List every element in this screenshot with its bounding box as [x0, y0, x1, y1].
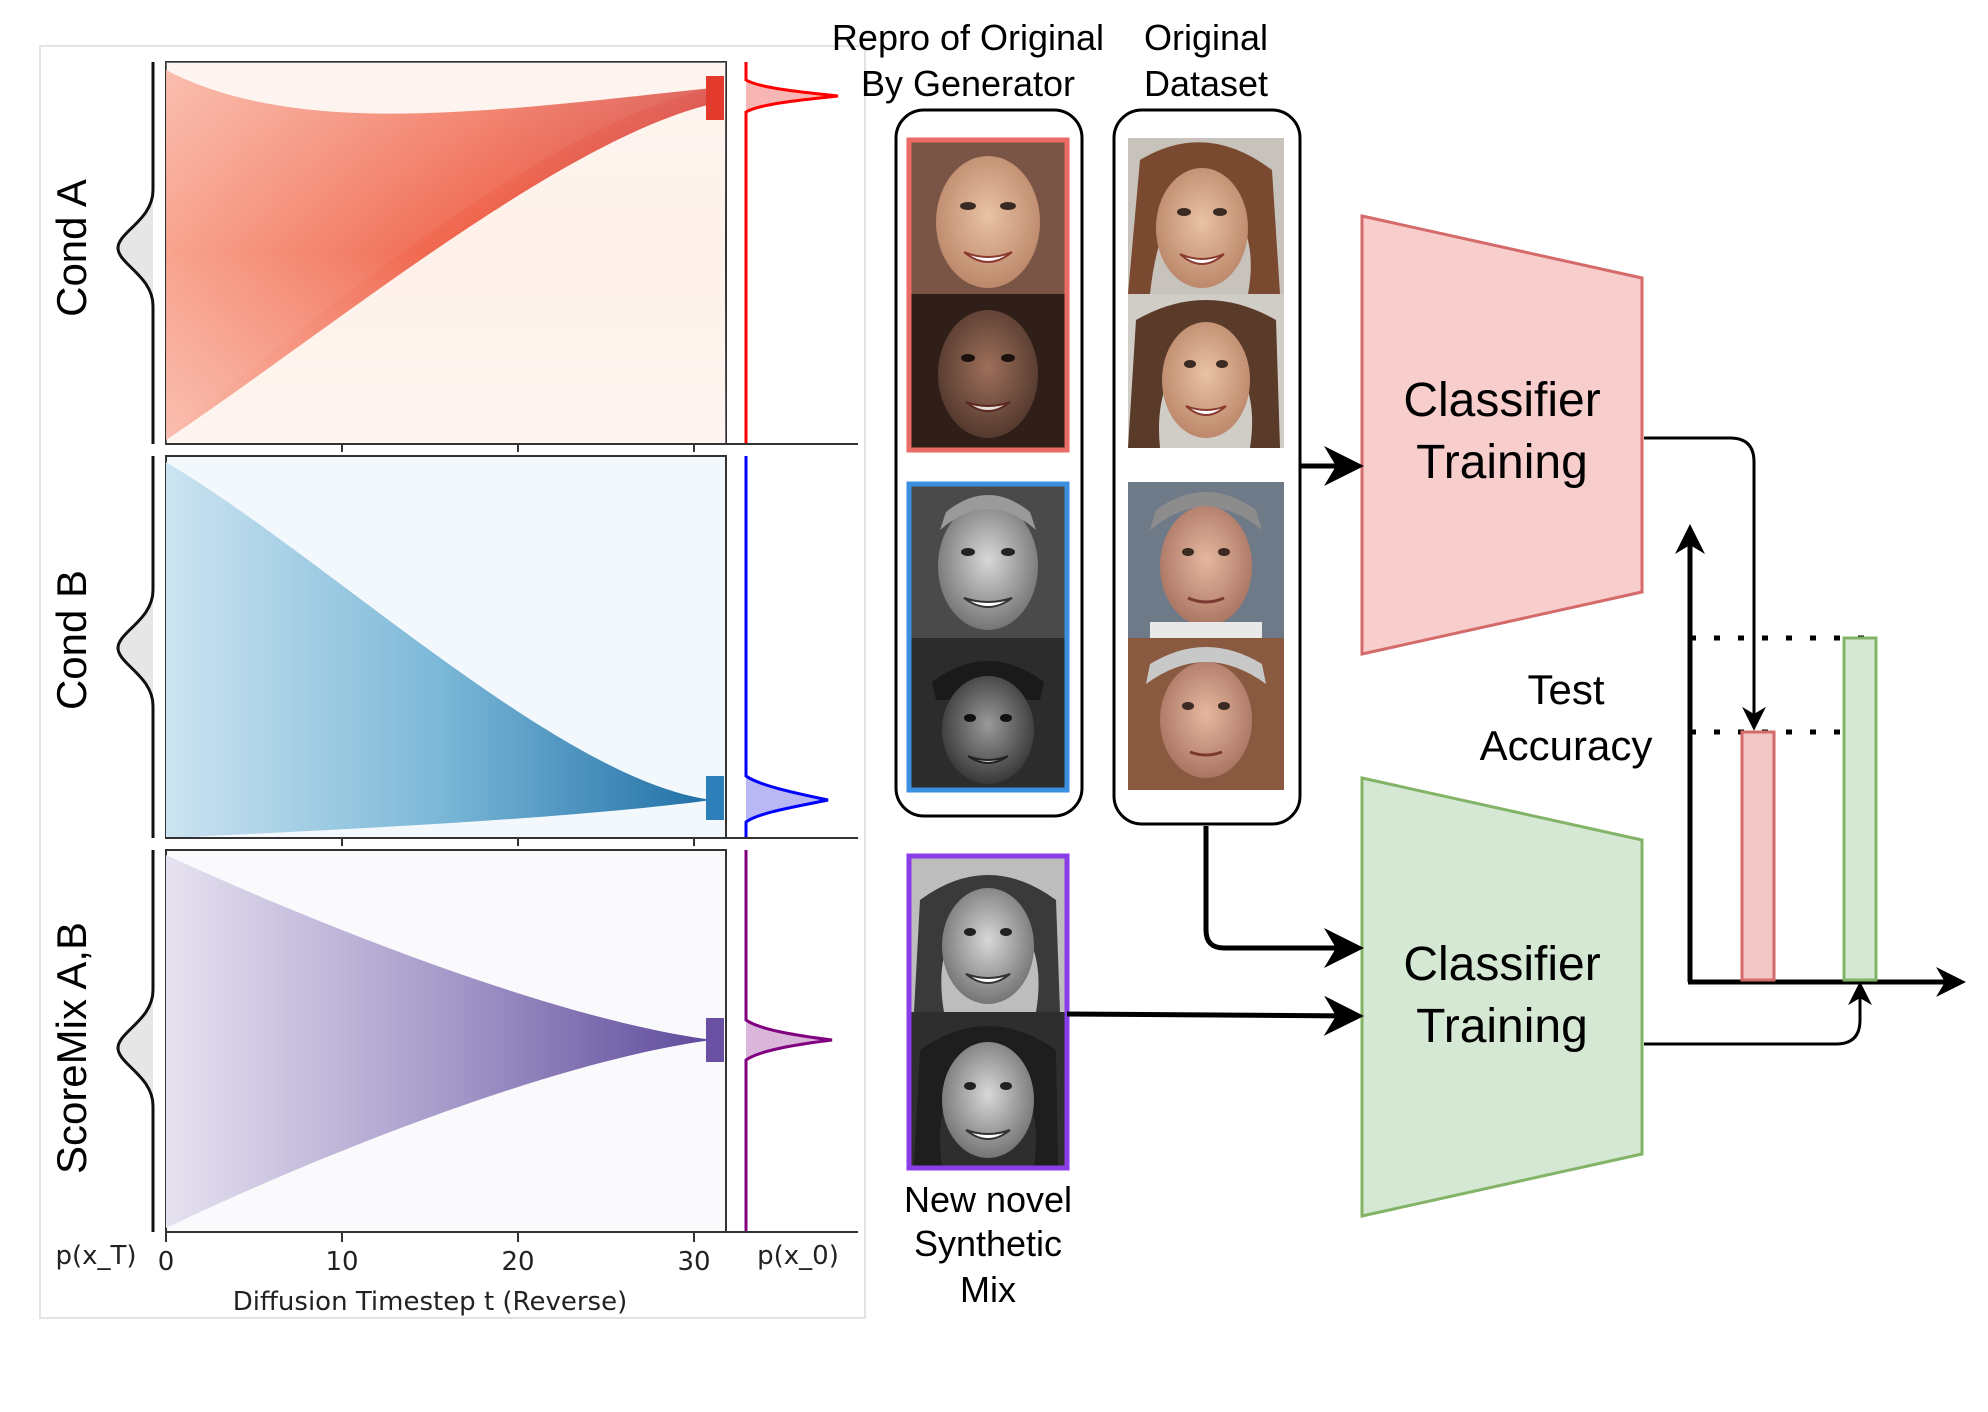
classifier-top-line1: Classifier	[1403, 374, 1600, 427]
repro-cond-a-faces	[906, 137, 1070, 453]
x-tick-0: 0	[158, 1247, 175, 1277]
x-axis-label: Diffusion Timestep t (Reverse)	[233, 1287, 627, 1317]
repro-column-box	[894, 108, 1084, 818]
original-header-line1: Original	[1144, 17, 1268, 58]
face-image	[911, 294, 1065, 448]
novel-caption-line2: Synthetic	[914, 1223, 1062, 1264]
classifier-top-line2: Training	[1416, 436, 1588, 489]
heatmap-scoremix	[166, 855, 712, 1228]
face-image	[1128, 482, 1284, 638]
x-tick-10: 10	[325, 1247, 358, 1277]
heatmap-cond-b	[166, 462, 712, 838]
row-label-cond-b: Cond B	[48, 570, 95, 710]
novel-caption-line3: Mix	[960, 1269, 1016, 1310]
accuracy-bar-scoremix	[1842, 636, 1878, 982]
accuracy-chart: Test Accuracy	[1480, 524, 1966, 997]
original-cond-b-faces	[1128, 482, 1284, 790]
diffusion-plot: 0 10 20 30 Diffusion Timestep t (Reverse…	[39, 45, 866, 1319]
test-accuracy-line2: Accuracy	[1480, 722, 1653, 769]
row-cond-b	[116, 455, 858, 839]
face-image	[1128, 138, 1284, 294]
face-image	[911, 486, 1065, 638]
row-label-cond-a: Cond A	[48, 179, 95, 317]
repro-header-line2: By Generator	[861, 63, 1075, 104]
novel-caption-line1: New novel	[904, 1179, 1072, 1220]
px-T-label: p(x_T)	[55, 1241, 136, 1271]
accuracy-bar-reproduction	[1740, 730, 1776, 982]
row-scoremix	[116, 849, 858, 1233]
synthetic-mix-faces	[906, 853, 1070, 1171]
original-header-line2: Dataset	[1144, 63, 1268, 104]
classifier-top: Classifier Training	[1360, 214, 1644, 656]
row-label-scoremix: ScoreMix A,B	[48, 922, 95, 1174]
flow-arrows	[1066, 446, 1364, 1036]
face-image	[911, 1012, 1065, 1166]
face-image	[911, 142, 1065, 294]
original-cond-a-faces	[1128, 138, 1284, 448]
classifier-bottom-line1: Classifier	[1403, 938, 1600, 991]
output-arrows	[1644, 436, 1872, 1046]
classifier-bottom-line2: Training	[1416, 1000, 1588, 1053]
px-0-label: p(x_0)	[757, 1241, 839, 1271]
face-image	[1128, 638, 1284, 790]
classifier-bottom: Classifier Training	[1360, 776, 1644, 1218]
x-tick-30: 30	[677, 1247, 710, 1277]
repro-header-line1: Repro of Original	[832, 17, 1104, 58]
face-image	[911, 638, 1065, 788]
face-image	[911, 858, 1065, 1012]
face-image	[1128, 294, 1284, 448]
x-axis: 0 10 20 30 Diffusion Timestep t (Reverse…	[55, 444, 839, 1317]
row-cond-a	[116, 61, 858, 445]
test-accuracy-line1: Test	[1527, 666, 1604, 713]
x-tick-20: 20	[501, 1247, 534, 1277]
repro-cond-b-faces	[906, 481, 1070, 793]
